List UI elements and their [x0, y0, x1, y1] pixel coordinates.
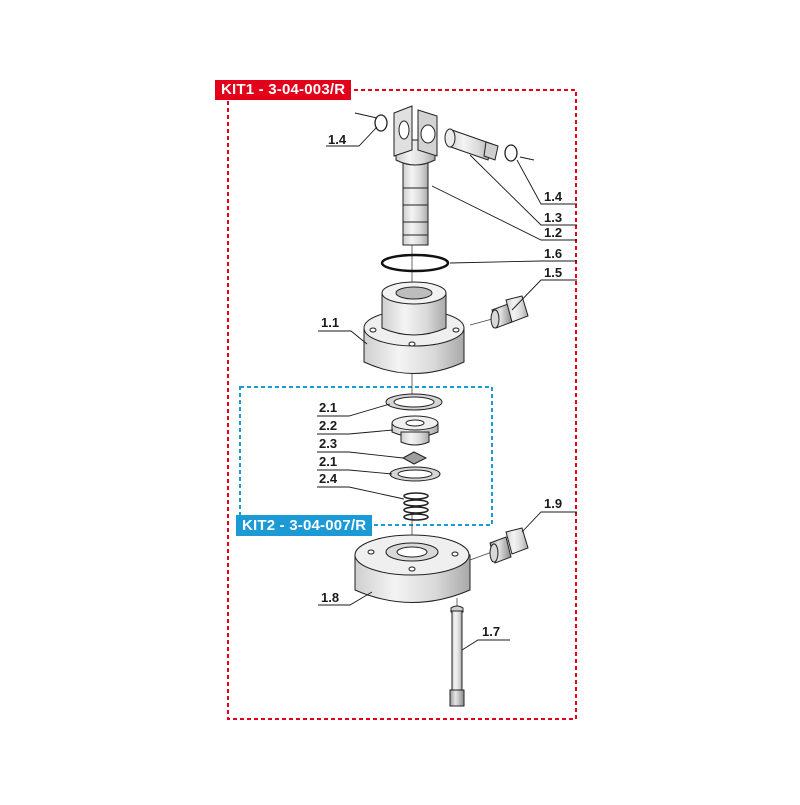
seat-2-2	[391, 415, 439, 446]
kit1-frame	[227, 89, 577, 720]
label-1-7: 1.7	[482, 624, 500, 639]
circlip-right	[504, 144, 518, 162]
leader-lines	[317, 126, 577, 651]
label-1-4-right: 1.4	[544, 189, 563, 204]
lower-body-part	[354, 534, 471, 603]
screw-part	[449, 605, 465, 707]
fork-rod-part	[393, 105, 438, 246]
part-labels: 1.4 1.4 1.3 1.2 1.6 1.5 1.1 2.1 2.2 2.3 …	[319, 132, 563, 639]
label-1-1: 1.1	[321, 315, 339, 330]
kit2-frame	[239, 386, 493, 526]
label-1-5: 1.5	[544, 265, 562, 280]
kit2-title: KIT2 - 3-04-007/R	[236, 515, 373, 536]
upper-body-part	[363, 281, 465, 374]
label-1-3: 1.3	[544, 210, 562, 225]
label-1-8: 1.8	[321, 590, 339, 605]
washer-2-1-top	[385, 393, 443, 411]
fitting-lower-part	[489, 527, 529, 564]
leader-small-lines	[354, 112, 535, 161]
label-1-2: 1.2	[544, 225, 562, 240]
plate-2-3	[401, 451, 428, 465]
label-2-4: 2.4	[319, 471, 338, 486]
spring-2-4	[403, 492, 429, 521]
label-1-9: 1.9	[544, 496, 562, 511]
label-2-3: 2.3	[319, 436, 337, 451]
label-2-1-top: 2.1	[319, 400, 337, 415]
kit1-title: KIT1 - 3-04-003/R	[215, 80, 352, 100]
pin-part	[444, 128, 499, 161]
label-1-6: 1.6	[544, 246, 562, 261]
axis-line	[411, 245, 497, 608]
o-ring-part	[380, 253, 450, 273]
label-2-1-bottom: 2.1	[319, 454, 337, 469]
circlip-left	[374, 114, 388, 132]
label-2-2: 2.2	[319, 418, 337, 433]
label-1-4-left: 1.4	[328, 132, 347, 147]
fitting-upper-part	[490, 295, 529, 329]
washer-2-1-bottom	[389, 466, 441, 482]
